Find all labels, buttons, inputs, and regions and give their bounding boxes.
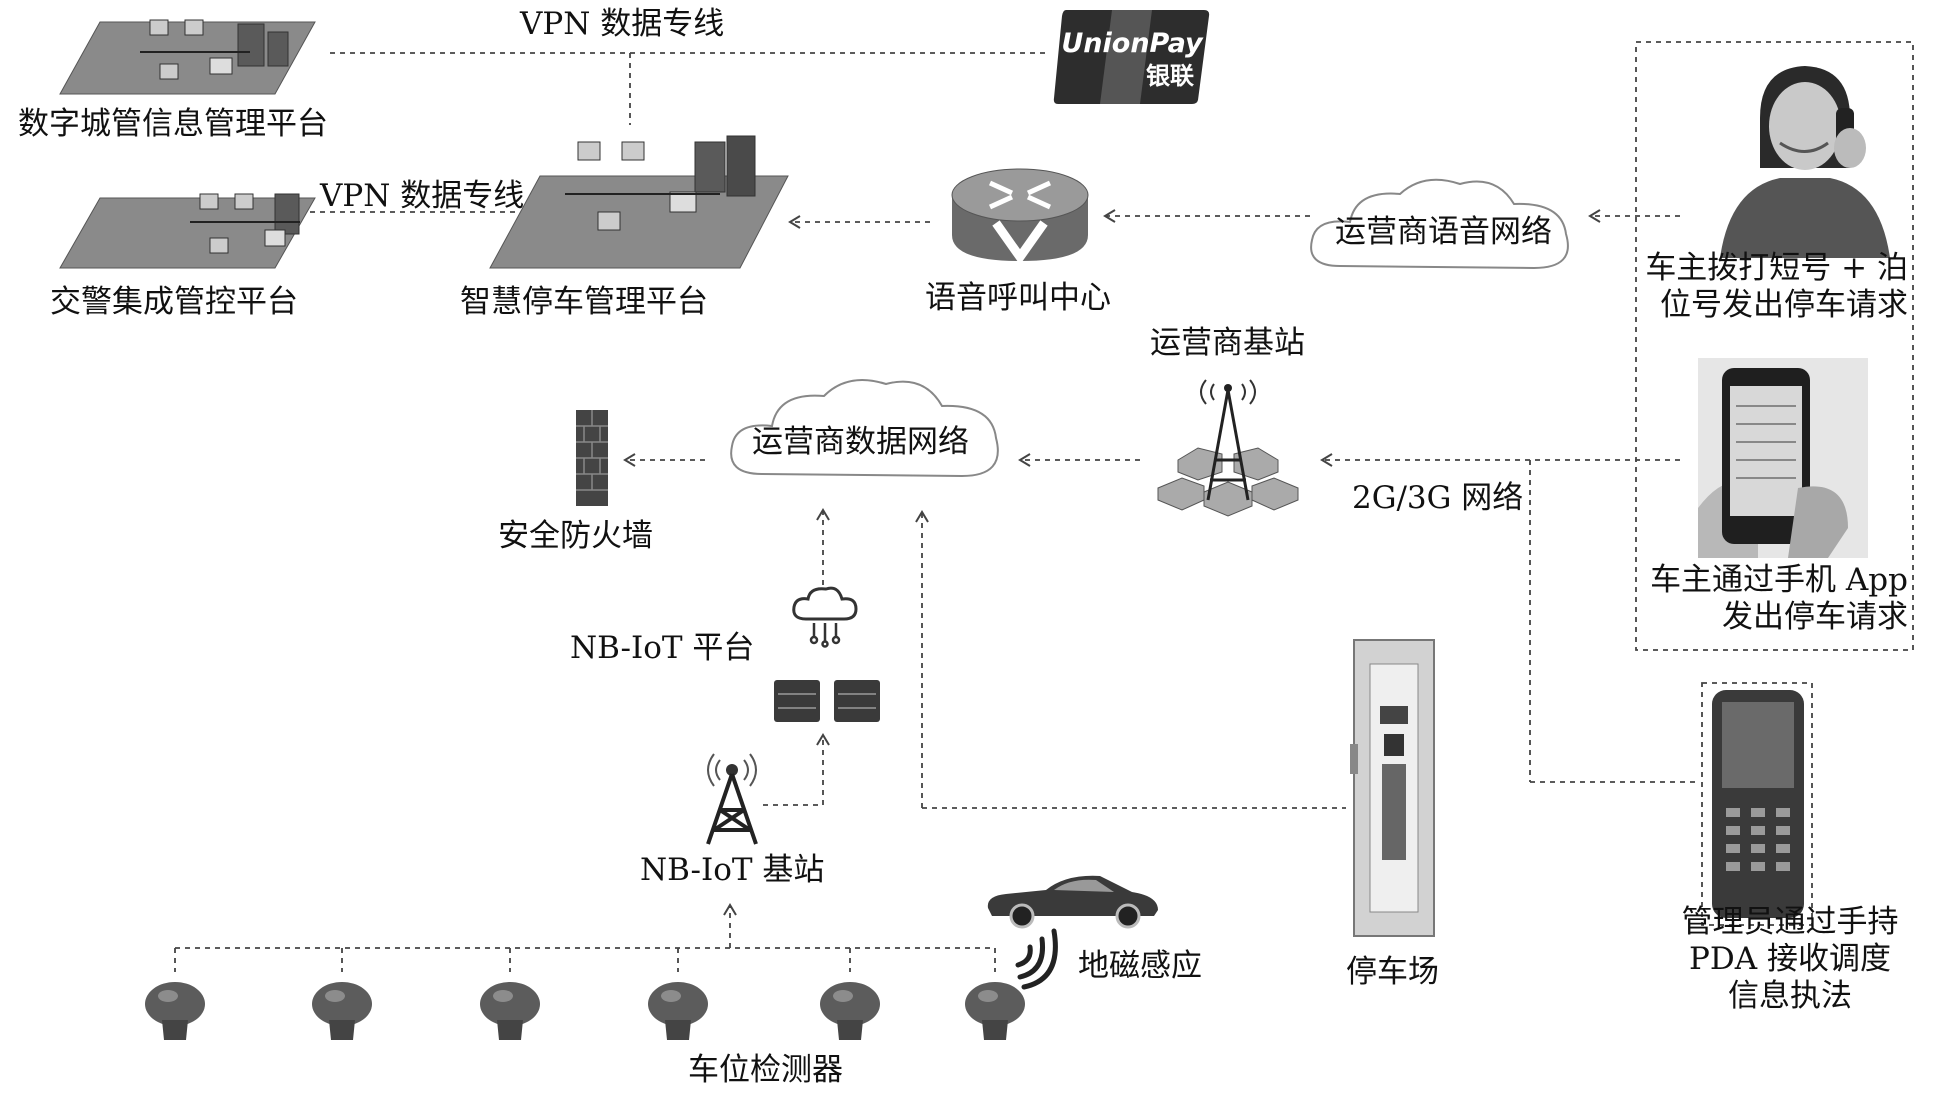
pda-icon — [1708, 688, 1808, 922]
server-rack-icon — [772, 676, 884, 726]
smart-parking-label: 智慧停车管理平台 — [460, 284, 708, 320]
digital-city-label: 数字城管信息管理平台 — [18, 106, 328, 142]
nbiot-platform-label: NB-IoT 平台 — [570, 630, 755, 666]
firewall-icon — [574, 408, 610, 508]
parking-lot-label: 停车场 — [1346, 954, 1439, 990]
admin-pda-line-1: 管理员通过手持 — [1681, 904, 1899, 940]
server-network-icon — [489, 128, 790, 269]
cloud-icon — [1300, 170, 1580, 290]
owner-call-line-2: 位号发出停车请求 — [1660, 287, 1908, 324]
admin-pda-line-3: 信息执法 — [1728, 978, 1852, 1015]
sensor-icon — [140, 980, 210, 1042]
vpn-top-label: VPN 数据专线 — [520, 6, 725, 42]
carrier-bs-label: 运营商基站 — [1150, 325, 1305, 361]
owner-app-label: 车主通过手机 App 发出停车请求 — [1638, 562, 1908, 636]
admin-pda-line-2: PDA 接收调度 — [1689, 941, 1891, 978]
svg-text:UnionPay: UnionPay — [1061, 28, 1204, 59]
cloud-icon — [720, 370, 1010, 500]
sensor-icon — [960, 980, 1030, 1042]
admin-pda-label: 管理员通过手持 PDA 接收调度 信息执法 — [1640, 904, 1936, 1016]
sensor-icon — [307, 980, 377, 1042]
cell-tower-icon — [1148, 379, 1308, 530]
wave-signal-icon — [1010, 925, 1064, 990]
network-2g3g-label: 2G/3G 网络 — [1352, 480, 1524, 516]
parking-kiosk-icon — [1346, 636, 1442, 942]
cell-tower-icon — [700, 750, 764, 846]
owner-app-line-2: 发出停车请求 — [1722, 599, 1908, 636]
geomagnetic-label: 地磁感应 — [1078, 948, 1202, 984]
unionpay-logo: UnionPay 银联 — [1052, 6, 1212, 106]
smartphone-icon — [1698, 358, 1868, 558]
sports-car-icon — [982, 868, 1162, 929]
detector-label: 车位检测器 — [688, 1052, 843, 1088]
sensor-icon — [643, 980, 713, 1042]
server-network-icon — [59, 190, 320, 276]
nbiot-bs-label: NB-IoT 基站 — [640, 852, 825, 888]
carrier-voice-label: 运营商语音网络 — [1335, 214, 1552, 250]
sensor-icon — [475, 980, 545, 1042]
owner-request-box — [1635, 41, 1914, 651]
svg-text:银联: 银联 — [1146, 62, 1194, 90]
person-on-phone-icon — [1700, 48, 1900, 258]
owner-call-label: 车主拨打短号 + 泊 位号发出停车请求 — [1638, 250, 1908, 324]
carrier-data-label: 运营商数据网络 — [752, 424, 969, 460]
owner-app-line-1: 车主通过手机 App — [1650, 562, 1908, 598]
server-network-icon — [59, 12, 320, 102]
pda-box — [1701, 682, 1813, 926]
vpn-mid-label: VPN 数据专线 — [320, 178, 525, 214]
iot-cloud-icon — [790, 585, 860, 648]
traffic-police-label: 交警集成管控平台 — [50, 284, 298, 320]
sensor-icon — [815, 980, 885, 1042]
firewall-label: 安全防火墙 — [498, 518, 653, 554]
router-icon — [950, 165, 1090, 265]
voice-center-label: 语音呼叫中心 — [925, 280, 1111, 316]
owner-call-line-1: 车主拨打短号 + 泊 — [1645, 250, 1908, 286]
